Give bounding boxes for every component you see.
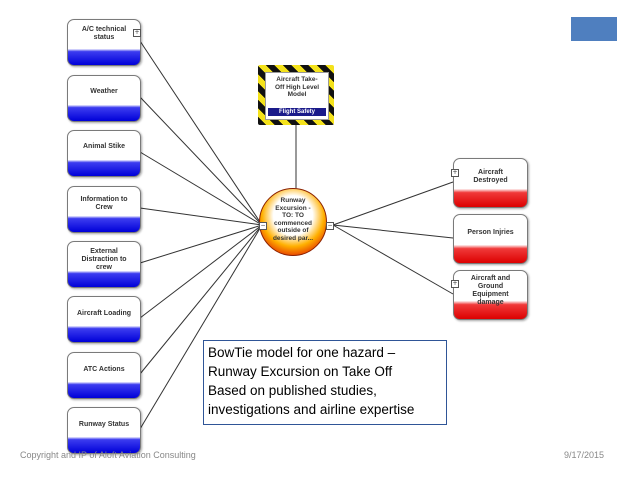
threat-label: Aircraft Loading [76, 310, 132, 317]
consequence-label: Aircraft Destroyed [473, 169, 508, 184]
threat-box-animal-strike[interactable]: Animal Stike [67, 130, 141, 177]
consequence-box-equipment-damage[interactable]: Aircraft and Ground Equipment damage [453, 270, 528, 320]
threat-connector-line [139, 224, 263, 430]
consequence-connector-line [332, 224, 454, 239]
threat-box-aircraft-loading[interactable]: Aircraft Loading [67, 296, 141, 343]
consequence-box-aircraft-destroyed[interactable]: Aircraft Destroyed [453, 158, 528, 208]
note-line: BowTie model for one hazard – [208, 345, 396, 360]
threat-connector-line [139, 224, 263, 319]
threat-connector-line [139, 207, 263, 226]
threat-label: Runway Status [78, 421, 130, 428]
threat-label: ATC Actions [83, 366, 125, 373]
hazard-box[interactable]: Aircraft Take- Off High Level Model Flig… [258, 65, 334, 125]
threat-connector-line [139, 151, 263, 226]
consequence-label: Aircraft and Ground Equipment damage [470, 275, 511, 306]
note-line: investigations and airline expertise [208, 402, 415, 417]
footer-copyright: Copyright and IP of Aloft Aviation Consu… [20, 450, 196, 460]
threat-box-weather[interactable]: Weather [67, 75, 141, 122]
description-note-box: BowTie model for one hazard – Runway Exc… [203, 340, 447, 425]
collapse-right-icon[interactable]: − [326, 222, 334, 230]
corner-accent-box [571, 17, 617, 41]
threat-box-runway-status[interactable]: Runway Status [67, 407, 141, 454]
footer-date: 9/17/2015 [564, 450, 605, 460]
expand-plus-icon[interactable]: + [451, 280, 459, 288]
threat-connector-line [139, 224, 263, 375]
threat-label: A/C technical status [81, 26, 127, 41]
hazard-title: Aircraft Take- Off High Level Model [274, 76, 320, 98]
note-line: Based on published studies, [208, 383, 377, 398]
consequence-label: Person Injries [467, 229, 514, 236]
top-event-label: Runway Excursion - TO: TO commenced outs… [272, 197, 314, 242]
top-event-circle[interactable]: Runway Excursion - TO: TO commenced outs… [259, 188, 327, 256]
threat-connector-line [139, 40, 263, 226]
note-line: Runway Excursion on Take Off [208, 364, 393, 379]
threat-box-atc-actions[interactable]: ATC Actions [67, 352, 141, 399]
threat-label: Animal Stike [82, 143, 125, 150]
hazard-category: Flight Safety [268, 108, 326, 116]
expand-plus-icon[interactable]: + [133, 29, 141, 37]
hazard-inner-panel: Aircraft Take- Off High Level Model Flig… [265, 72, 329, 120]
threat-box-information-to-crew[interactable]: Information to Crew [67, 186, 141, 233]
threat-label: Information to Crew [80, 196, 128, 211]
collapse-left-icon[interactable]: − [259, 222, 267, 230]
threat-box-ac-technical-status[interactable]: A/C technical status [67, 19, 141, 66]
threat-label: Weather [90, 88, 118, 95]
threat-label: External Distraction to crew [81, 248, 127, 271]
threat-connector-line [139, 96, 263, 226]
consequence-connector-line [332, 181, 454, 226]
threat-box-external-distraction[interactable]: External Distraction to crew [67, 241, 141, 288]
expand-plus-icon[interactable]: + [451, 169, 459, 177]
consequence-box-person-injuries[interactable]: Person Injries [453, 214, 528, 264]
consequence-connector-line [332, 224, 454, 295]
threat-connector-line [139, 224, 263, 264]
